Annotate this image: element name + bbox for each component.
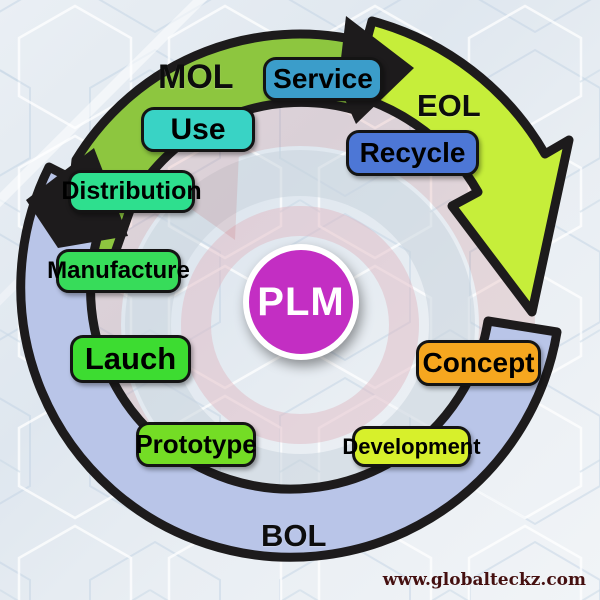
stage-manufacture: Manufacture xyxy=(47,249,190,293)
phase-label-eol: EOL xyxy=(417,88,481,123)
website-footer: www.globalteckz.com xyxy=(382,570,586,590)
phase-label-bol: BOL xyxy=(261,518,327,553)
plm-center-badge: PLM xyxy=(243,244,359,360)
stage-lauch: Lauch xyxy=(70,335,191,383)
stage-recycle: Recycle xyxy=(346,130,479,176)
stage-prototype: Prototype xyxy=(135,422,257,467)
stage-development: Development xyxy=(342,426,481,467)
stage-service: Service xyxy=(263,57,383,101)
stage-use: Use xyxy=(141,107,255,152)
stage-distribution: Distribution xyxy=(61,170,202,213)
phase-label-mol: MOL xyxy=(158,58,234,96)
eol-arc xyxy=(347,16,574,317)
stage-concept: Concept xyxy=(416,340,541,386)
